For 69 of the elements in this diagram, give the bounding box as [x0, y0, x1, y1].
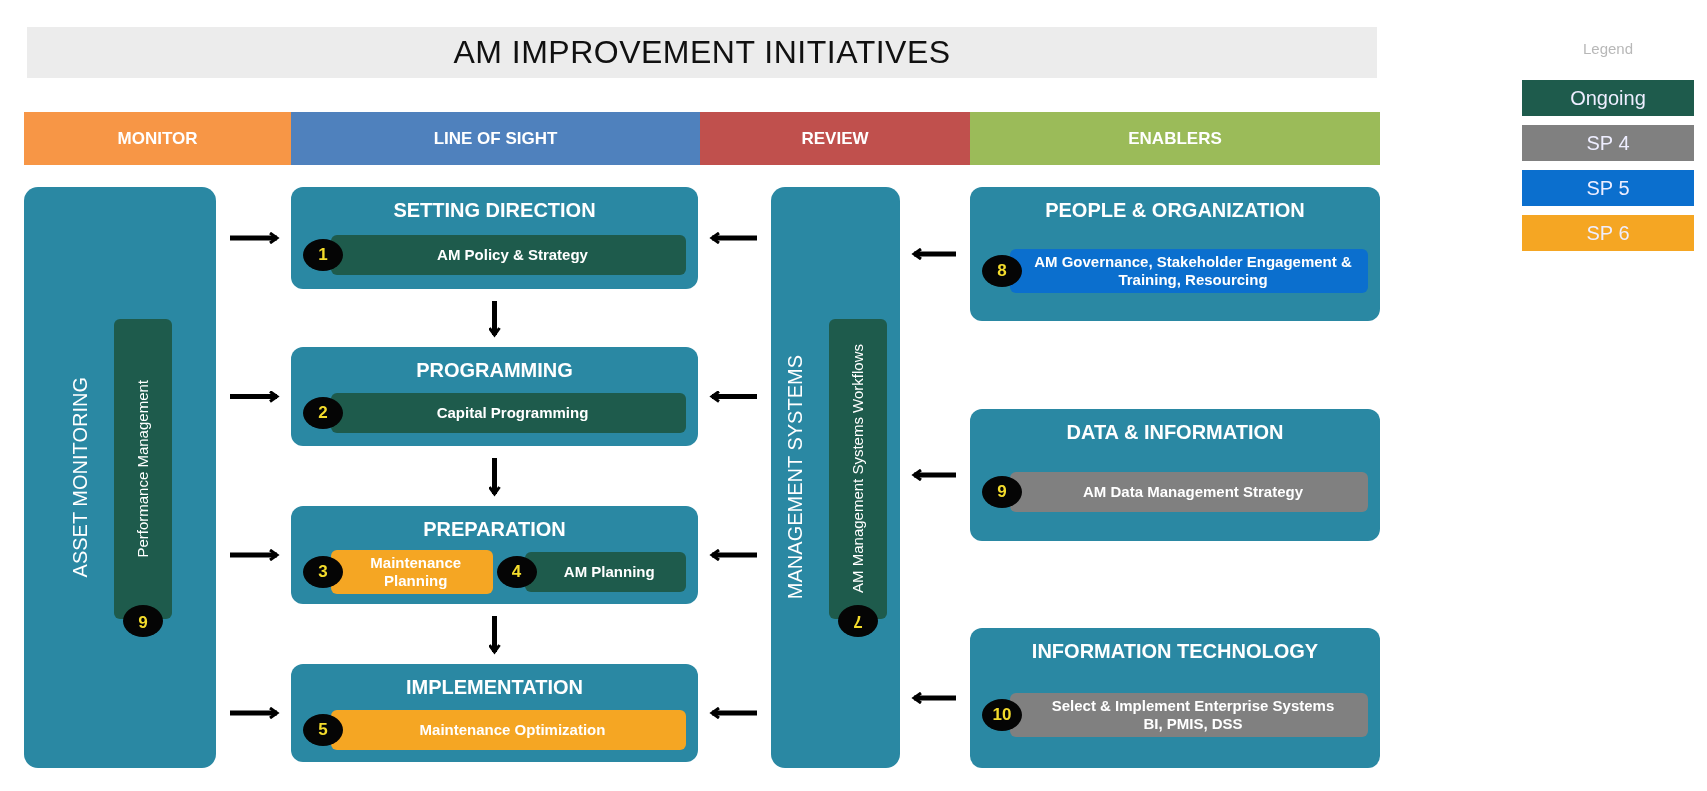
panel-heading: DATA & INFORMATION: [1066, 421, 1284, 444]
panel-heading: ASSET MONITORING: [68, 377, 92, 578]
initiative-box: [331, 234, 686, 275]
arrow: [912, 468, 956, 482]
legend-title: Legend: [1582, 40, 1634, 57]
arrow: [710, 548, 757, 562]
arrow: [488, 616, 501, 654]
initiative-text: Maintenance Optimization: [419, 720, 606, 739]
legend-swatch: SP 4: [1522, 125, 1694, 161]
stage-panel: [771, 187, 900, 768]
stage-panel: [24, 187, 216, 768]
stage-panel: [970, 409, 1380, 541]
phase-header: LINE OF SIGHT: [291, 112, 700, 165]
initiative-box: [331, 393, 686, 433]
callout-number: 10: [982, 698, 1022, 731]
title: AM IMPROVEMENT INITIATIVES: [453, 34, 951, 71]
phase-header: ENABLERS: [970, 112, 1380, 165]
callout-number: 3: [303, 555, 343, 588]
callout-number: 1: [303, 238, 343, 271]
initiative-box: [1010, 248, 1368, 293]
callout-number: 4: [496, 555, 537, 588]
arrow: [230, 706, 279, 720]
initiative-text: BI, PMIS, DSS: [1143, 714, 1243, 733]
initiative-box: [331, 709, 686, 750]
panel-heading: PROGRAMMING: [416, 359, 573, 382]
arrow: [230, 390, 279, 403]
stage-panel: [291, 347, 698, 446]
panel-heading: INFORMATION TECHNOLOGY: [1031, 640, 1319, 663]
panel-heading: MANAGEMENT SYSTEMS: [784, 355, 807, 600]
panel-heading: PREPARATION: [423, 518, 566, 541]
initiative-text: AM Policy & Strategy: [437, 245, 588, 264]
initiative-box: [1010, 692, 1368, 737]
callout-number: 2: [303, 397, 343, 429]
initiative-text: AM Data Management Strategy: [1082, 482, 1304, 501]
arrow: [488, 301, 501, 337]
legend-swatch: SP 6: [1522, 215, 1694, 251]
arrow: [710, 231, 757, 245]
phase-header: REVIEW: [700, 112, 970, 165]
arrow: [230, 548, 279, 562]
stage-panel: [291, 506, 698, 604]
initiative-text: AM Governance, Stakeholder Engagement & Training, Resourcing: [1033, 252, 1353, 289]
legend-swatch: Ongoing: [1522, 80, 1694, 116]
initiative-text: Maintenance Planning: [369, 553, 463, 590]
initiative-text: AM Planning: [563, 562, 655, 581]
stage-panel: [291, 187, 698, 289]
initiative-text: Select & Implement Enterprise Systems: [1051, 696, 1335, 715]
initiative-text: AM Management Systems Workflows: [849, 344, 867, 593]
stage-panel: [291, 664, 698, 762]
arrow: [710, 390, 757, 403]
panel-heading: IMPLEMENTATION: [406, 676, 583, 699]
initiative-box: [1010, 471, 1368, 512]
arrow: [912, 247, 956, 261]
initiative-text: Performance Management: [133, 379, 152, 558]
callout-number: 9: [982, 475, 1022, 508]
arrow: [912, 691, 956, 705]
callout-number: 5: [303, 713, 343, 746]
initiative-text: Capital Programming: [436, 404, 589, 422]
arrow: [488, 458, 501, 496]
panel-heading: SETTING DIRECTION: [393, 199, 596, 222]
initiative-box: [524, 551, 686, 592]
arrow: [710, 706, 757, 720]
callout-number: 8: [982, 254, 1022, 287]
initiative-box: [331, 549, 493, 594]
arrow: [230, 231, 279, 245]
legend-swatch: SP 5: [1522, 170, 1694, 206]
panel-heading: PEOPLE & ORGANIZATION: [1045, 199, 1305, 222]
stage-panel: [970, 187, 1380, 321]
stage-panel: [970, 628, 1380, 768]
phase-header: MONITOR: [24, 112, 291, 165]
